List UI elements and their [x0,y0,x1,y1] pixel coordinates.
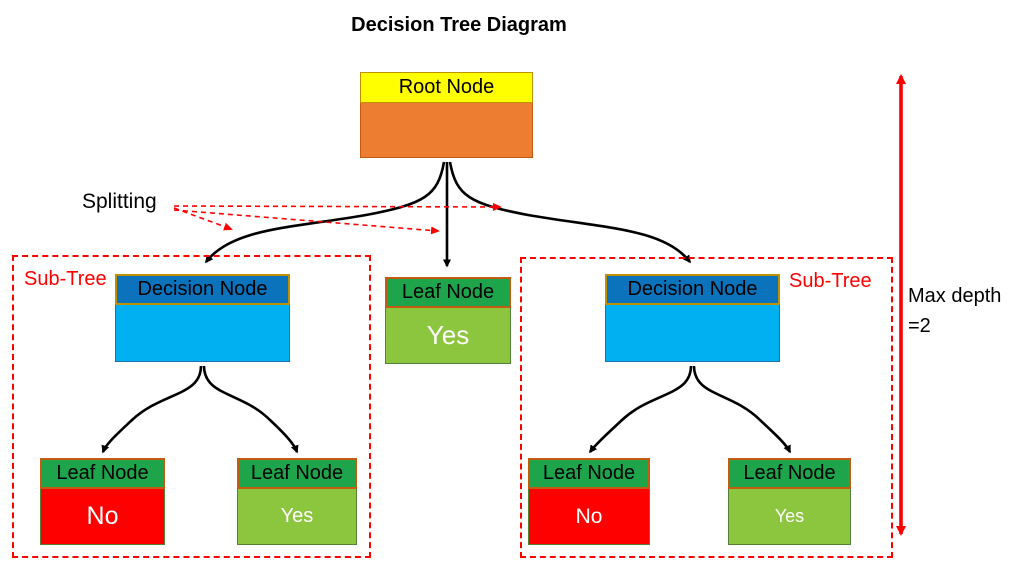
right-leaf-yes-value: Yes [728,489,851,545]
subtree-frame-right [520,257,893,558]
subtree-label-left: Sub-Tree [24,268,107,290]
right-leaf-node-yes: Leaf Node Yes [728,458,851,545]
edge-root-to-right-decision [448,161,692,264]
left-leaf-no-header: Leaf Node [40,458,165,489]
right-leaf-node-no: Leaf Node No [528,458,650,545]
middle-leaf-node-header: Leaf Node [385,277,511,308]
right-decision-node-header: Decision Node [605,274,780,305]
page-title: Decision Tree Diagram [351,14,567,36]
max-depth-line2: =2 [908,315,931,337]
left-decision-node: Decision Node [115,274,290,362]
subtree-frame-left [12,255,371,558]
middle-leaf-node: Leaf Node Yes [385,277,511,364]
splitting-arrow-middle [173,209,440,235]
left-leaf-no-value: No [40,489,165,545]
splitting-label: Splitting [82,190,157,213]
splitting-arrow-right [173,202,502,211]
left-decision-node-body [115,305,290,362]
root-node-header: Root Node [360,72,533,103]
left-decision-node-header: Decision Node [115,274,290,305]
right-decision-node-body [605,305,780,362]
subtree-label-right: Sub-Tree [789,270,872,292]
left-leaf-yes-value: Yes [237,489,357,545]
right-decision-node: Decision Node [605,274,780,362]
max-depth-line1: Max depth [908,285,1002,307]
right-leaf-yes-header: Leaf Node [728,458,851,489]
root-node: Root Node [360,72,533,158]
right-leaf-no-value: No [528,489,650,545]
left-leaf-node-no: Leaf Node No [40,458,165,545]
left-leaf-node-yes: Leaf Node Yes [237,458,357,545]
max-depth-label: Max depth =2 [908,281,1020,341]
edge-root-to-left-decision [204,161,446,264]
right-leaf-no-header: Leaf Node [528,458,650,489]
root-node-body [360,103,533,158]
left-leaf-yes-header: Leaf Node [237,458,357,489]
splitting-arrow-left [173,207,233,231]
middle-leaf-node-value: Yes [385,308,511,364]
